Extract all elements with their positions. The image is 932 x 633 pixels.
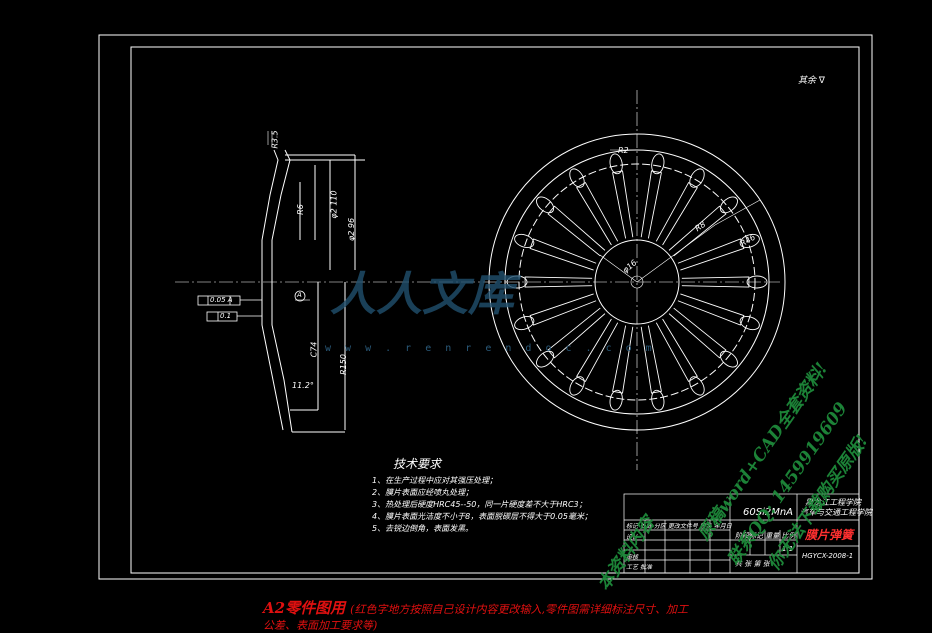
tb-label-process: 工艺 <box>626 564 639 571</box>
spring-slot-end <box>651 153 665 175</box>
spring-slot-end <box>609 389 623 411</box>
spring-slot-end <box>536 350 555 368</box>
spring-finger-slot <box>612 325 634 394</box>
caption-line-1: A2零件图用 (红色字地方按照自己设计内容更改输入,零件图需详细标注尺寸、加工 <box>263 597 688 618</box>
dim-d6: R150 <box>338 354 348 375</box>
tb-label-weight: 重量 <box>765 532 780 540</box>
tech-item-4: 4、膜片表面光洁度不小于8，表面脱碳层不得大于0.05毫米； <box>372 512 592 521</box>
dim-d1: R3.5 <box>270 130 280 149</box>
spring-finger-slot <box>612 170 634 239</box>
tb-label-date: 年月日 <box>713 523 732 530</box>
spring-slot-end <box>506 275 528 289</box>
spring-finger-slot <box>529 238 597 271</box>
datum-label: A <box>297 291 302 299</box>
spring-slot-end <box>569 168 585 188</box>
gdt-flatness-text: 0.05 A <box>210 296 233 304</box>
dim-d3: φ2 110 <box>329 190 339 219</box>
spring-slot-end <box>536 196 555 214</box>
tb-label-design: 设计 <box>626 534 639 541</box>
spring-finger-slot <box>576 181 619 246</box>
spring-slot-end <box>689 376 705 396</box>
spring-finger-slot <box>677 238 745 271</box>
tb-spec: 60Si2MnA <box>743 507 794 518</box>
outer-frame <box>98 34 873 580</box>
dim-d5: C74 <box>309 341 319 358</box>
caption-big: A2零件图用 <box>263 599 346 617</box>
tb-label-zone: 分区 <box>653 523 666 530</box>
gdt-parallel-text: 0.1 <box>220 312 232 320</box>
spring-finger-slot <box>524 276 593 288</box>
spring-finger-slot <box>547 205 606 257</box>
caption-line-2: 公差、表面加工要求等) <box>263 619 378 632</box>
spring-finger-slot <box>677 293 745 326</box>
tb-part-name: 膜片弹簧 <box>805 528 854 542</box>
roughness-text: 其余 <box>798 76 817 86</box>
spring-slot-end <box>739 233 760 249</box>
dim-d2: R6 <box>295 204 305 215</box>
watermark-logo: 人人文库 <box>330 267 514 321</box>
tb-label-approve: 批准 <box>639 564 652 571</box>
roughness-note: 其余 ∇ <box>798 76 825 86</box>
center-lines <box>175 90 780 470</box>
caption-small: (红色字地方按照自己设计内容更改输入,零件图需详细标注尺寸、加工 <box>350 603 688 616</box>
tb-label-sign: 签名 <box>699 523 712 530</box>
tb-label-count: 处数 <box>639 523 652 530</box>
spring-finger-slot <box>640 325 662 394</box>
section-view <box>261 131 365 433</box>
spring-finger-slot <box>655 318 698 383</box>
tech-item-2: 2、膜片表面应经喷丸处理； <box>372 488 474 497</box>
gdt-frames <box>197 295 262 322</box>
inner-frame <box>130 46 860 574</box>
spring-slot-end <box>689 168 705 188</box>
tb-labels-4: 审核 <box>626 552 638 561</box>
spring-finger-slot <box>640 170 662 239</box>
spring-finger-slot <box>655 181 698 246</box>
spring-slot-end <box>719 196 738 214</box>
tb-label-scale: 比例 <box>781 532 796 540</box>
tb-sheet: 共 张 第 张 <box>735 560 770 568</box>
tb-label-change: 更改文件号 <box>667 523 698 530</box>
tech-item-1: 1、在生产过程中应对其强压处理； <box>372 476 498 485</box>
front-dims <box>599 149 761 283</box>
tech-item-3: 3、热处理后硬度HRC45--50，同一片硬度差不大于HRC3； <box>372 500 587 509</box>
tb-school: 黑龙江工程学院 <box>805 498 861 507</box>
spring-slot-end <box>719 350 738 368</box>
dim-d4: φ2 96 <box>347 217 357 242</box>
tb-label-mark: 标记 <box>626 523 639 530</box>
spring-slot-end <box>514 233 535 249</box>
spring-slot-end <box>609 153 623 175</box>
spring-slot-end <box>514 315 535 331</box>
spring-slot-end <box>746 275 768 289</box>
spring-finger-slot <box>681 276 750 288</box>
tb-drawing-no: HGYCX-2008-1 <box>802 552 854 560</box>
tb-label-review: 审核 <box>626 554 639 561</box>
spring-finger-slot <box>576 318 619 383</box>
watermark-url: w w w . r e n r e n d o c . c o m <box>325 343 656 354</box>
tech-item-5: 5、去锐边倒角，表面发黑。 <box>372 524 474 533</box>
tech-title: 技术要求 <box>393 457 442 471</box>
title-block <box>623 493 860 574</box>
datum-circle <box>294 290 306 302</box>
spring-finger-slot <box>529 293 597 326</box>
dim-d9: R2 <box>618 146 629 155</box>
dim-d7: 11.2° <box>292 381 314 390</box>
spring-slot-end <box>739 315 760 331</box>
spring-finger-slot <box>668 205 727 257</box>
tb-labels-1: 阶段标记 重量 比例 <box>735 531 795 541</box>
front-view <box>488 133 786 431</box>
spring-finger-slot <box>668 307 727 359</box>
spring-finger-slot <box>547 307 606 359</box>
tb-scale: 1:1 <box>782 545 794 553</box>
tb-labels-3: 设计 <box>626 532 638 541</box>
tb-labels-5: 工艺 批准 <box>626 562 652 571</box>
tb-dept: 汽车与交通工程学院 <box>800 508 872 517</box>
tb-labels-2: 标记 处数 分区 更改文件号 签名 年月日 <box>626 521 732 530</box>
spring-slot-end <box>569 376 585 396</box>
spring-slot-end <box>651 389 665 411</box>
tb-label-stage: 阶段标记 <box>735 532 763 540</box>
